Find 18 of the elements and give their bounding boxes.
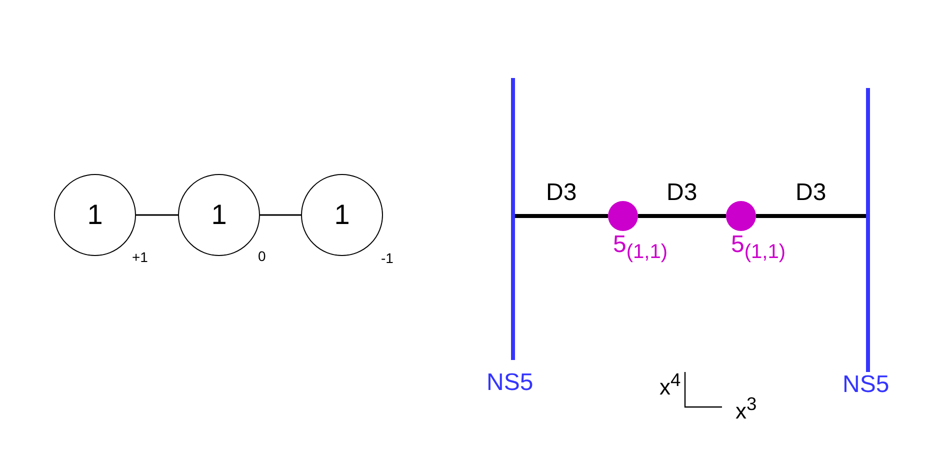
- connector-line: [136, 214, 178, 216]
- node-annotation: -1: [381, 251, 394, 265]
- quiver-node-circle: 1: [54, 174, 136, 256]
- brane-segment: [756, 214, 866, 218]
- brane-label: 5$_{(1,1)}$: [731, 232, 786, 262]
- node-annotation: 0: [258, 249, 266, 263]
- brane-dot: [608, 201, 638, 231]
- quiver-node-circle: 1: [301, 174, 383, 256]
- brane-segment: [638, 214, 726, 218]
- brane-segment: [515, 214, 608, 218]
- brane-label: 5$_{(1,1)}$: [613, 232, 668, 262]
- brane-label: NS5: [486, 371, 534, 395]
- axis-label: x$^{4}$: [660, 370, 681, 398]
- quiver-node-circle: 1: [178, 174, 260, 256]
- connector-line: [260, 214, 301, 216]
- axis-label: x$^{3}$: [736, 394, 757, 422]
- brane-dot: [726, 201, 756, 231]
- brane-label: NS5: [842, 373, 890, 397]
